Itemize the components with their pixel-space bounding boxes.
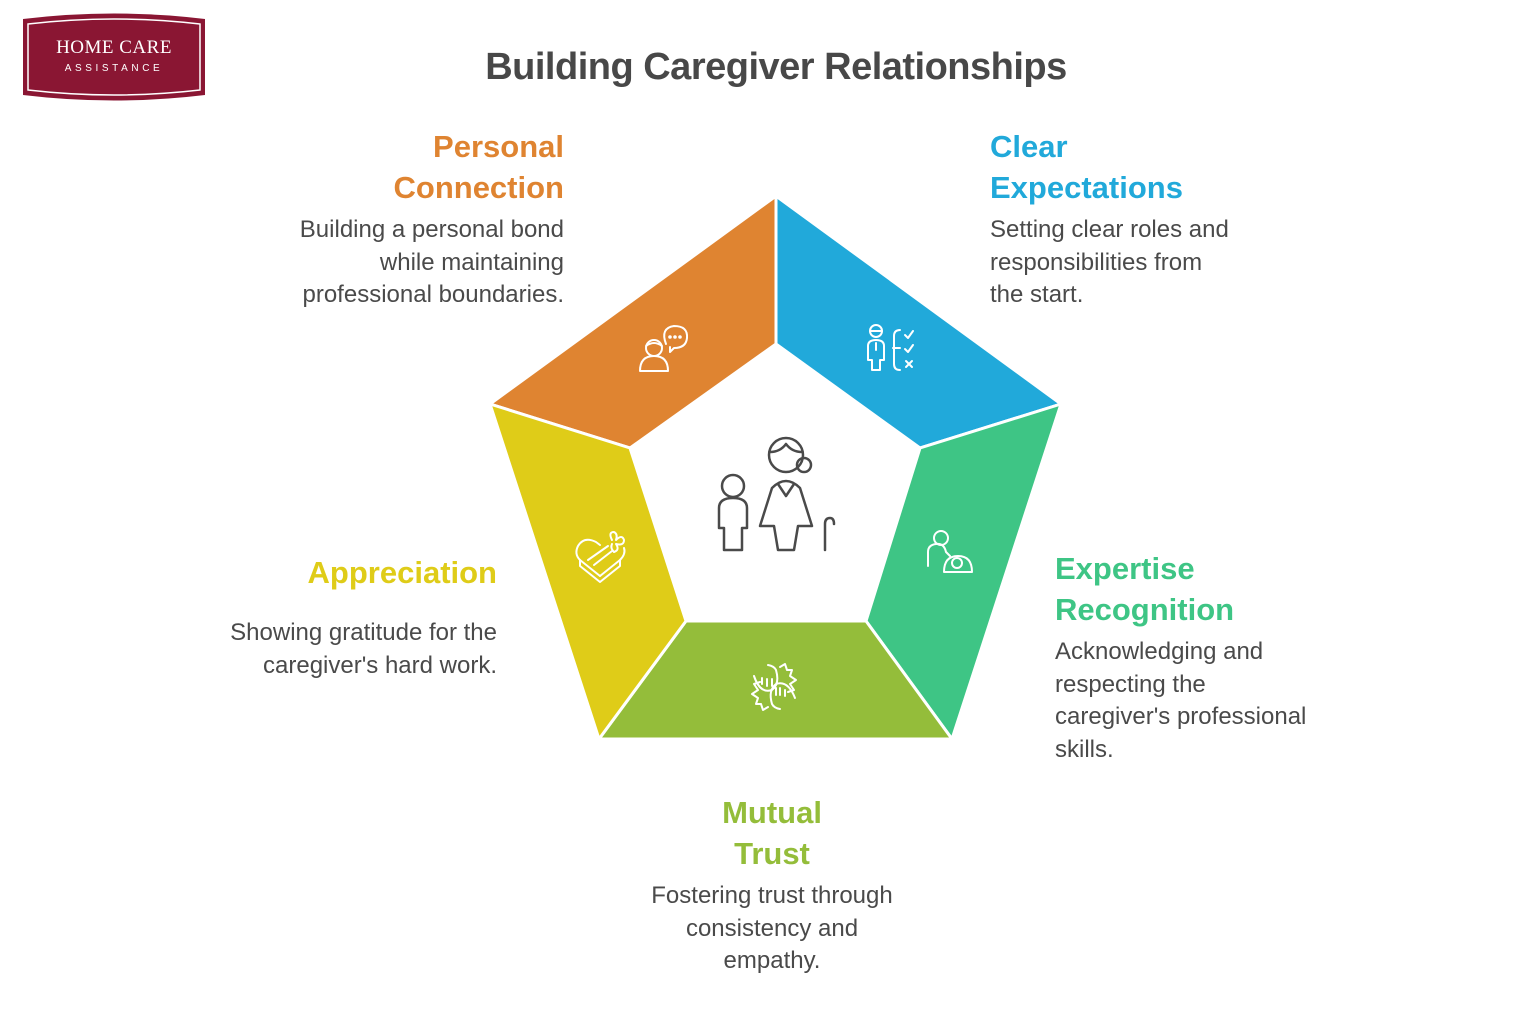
heading-line: Mutual [722, 795, 822, 830]
description-expertise-recognition: Acknowledging and respecting the caregiv… [1055, 636, 1375, 766]
person-speech-bubble-icon [639, 325, 689, 372]
description-line: responsibilities from [990, 248, 1203, 276]
label-clear-expectations: Clear Expectations Setting clear roles a… [990, 126, 1310, 312]
description-line: Setting clear roles and [990, 216, 1229, 243]
caregiver-patient-icon [927, 530, 973, 573]
page-title: Building Caregiver Relationships [485, 46, 1067, 88]
description-line: consistency and [685, 914, 859, 942]
description-line: while maintaining [379, 248, 564, 276]
heading-line: Trust [734, 836, 810, 871]
heading-expertise-recognition: Expertise Recognition [1055, 548, 1375, 630]
label-personal-connection: Personal Connection Building a personal … [224, 126, 564, 312]
logo-badge-shape [23, 13, 205, 101]
heading-line: Appreciation [307, 555, 497, 590]
handshake-icon [751, 663, 797, 711]
description-line: caregiver's hard work. [263, 651, 497, 679]
heading-line: Recognition [1055, 592, 1235, 627]
person-checklist-icon [867, 324, 914, 371]
description-line: respecting the [1055, 670, 1206, 698]
description-appreciation: Showing gratitude for the caregiver's ha… [157, 617, 497, 682]
label-mutual-trust: Mutual Trust Fostering trust through con… [612, 792, 932, 978]
description-personal-connection: Building a personal bond while maintaini… [224, 214, 564, 312]
heading-clear-expectations: Clear Expectations [990, 126, 1310, 208]
description-line: empathy. [723, 947, 821, 974]
description-line: Building a personal bond [299, 216, 564, 243]
home-care-assistance-logo: HOME CARE ASSISTANCE [20, 11, 208, 103]
description-line: Showing gratitude for the [230, 619, 497, 646]
logo-line-2: ASSISTANCE [64, 63, 164, 74]
heading-line: Connection [393, 170, 565, 205]
description-line: skills. [1055, 735, 1114, 763]
description-line: the start. [990, 281, 1084, 308]
description-line: Acknowledging and [1055, 638, 1264, 665]
heading-line: Expertise [1055, 551, 1195, 586]
heading-line: Expectations [990, 170, 1183, 205]
description-line: professional boundaries. [302, 281, 564, 308]
description-line: caregiver's professional [1055, 703, 1307, 730]
label-expertise-recognition: Expertise Recognition Acknowledging and … [1055, 548, 1375, 766]
label-appreciation: Appreciation Showing gratitude for the c… [157, 552, 497, 682]
logo-line-1: HOME CARE [56, 37, 172, 58]
heart-gift-icon [575, 531, 626, 583]
heading-appreciation: Appreciation [157, 552, 497, 593]
description-line: Fostering trust through [651, 882, 893, 909]
heading-line: Clear [990, 129, 1068, 164]
heading-personal-connection: Personal Connection [224, 126, 565, 208]
elderly-woman-with-child-and-cane-icon [717, 436, 836, 552]
heading-mutual-trust: Mutual Trust [612, 792, 932, 874]
description-mutual-trust: Fostering trust through consistency and … [612, 880, 932, 978]
heading-line: Personal [433, 129, 564, 164]
description-clear-expectations: Setting clear roles and responsibilities… [990, 214, 1310, 312]
